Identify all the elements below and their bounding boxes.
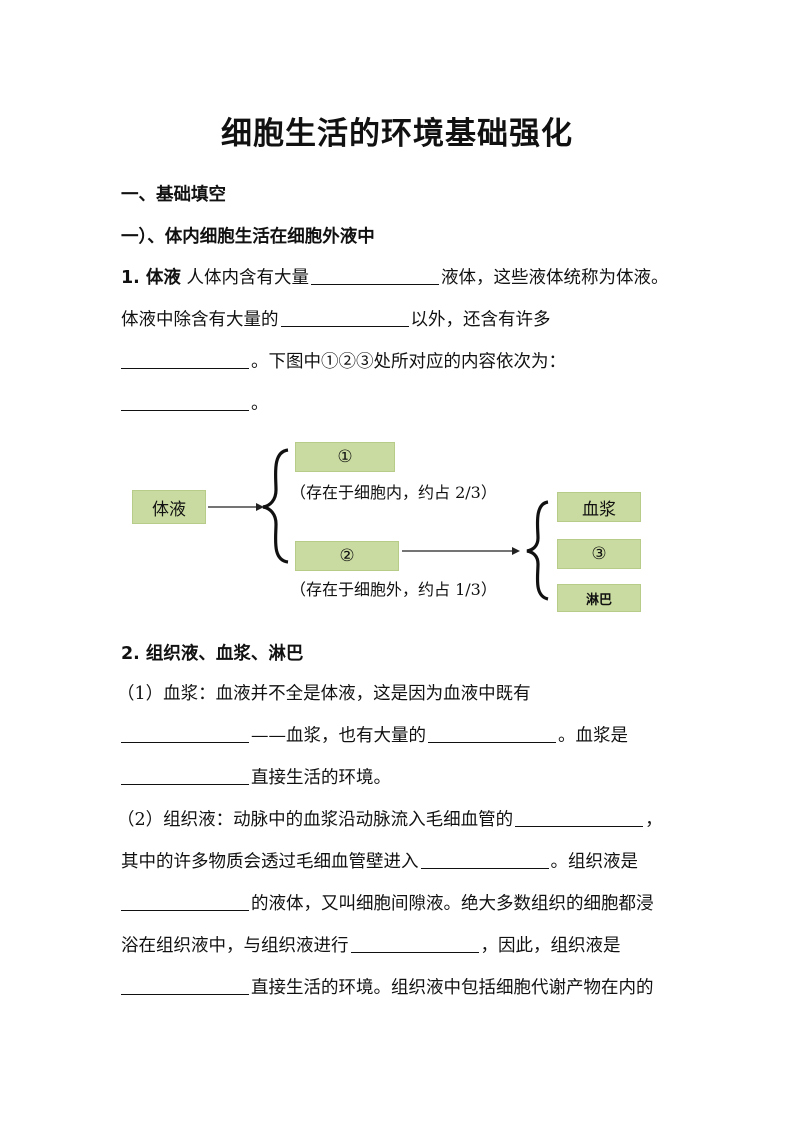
answer-blank[interactable]	[311, 266, 439, 285]
q2-p1-line-2: ——血浆，也有大量的 。血浆是	[121, 724, 686, 748]
q2-text: ，因此，组织液是	[480, 936, 621, 956]
q2-text: 的液体，又叫细胞间隙液。绝大多数组织的细胞都浸	[251, 894, 654, 914]
q2-text: ——血浆，也有大量的	[251, 726, 426, 746]
brace-icon	[262, 448, 289, 564]
diagram-note-1: （存在于细胞内，约占 2/3）	[290, 483, 497, 502]
arrow-head	[256, 503, 264, 511]
q2-text: ，	[645, 810, 663, 830]
diagram-box-body-fluid: 体液	[132, 490, 206, 524]
q1-line-4: 。	[121, 392, 686, 416]
q1-line-1: 1. 体液 人体内含有大量 液体，这些液体统称为体液。	[121, 266, 686, 290]
answer-blank[interactable]	[280, 308, 409, 327]
answer-blank[interactable]	[121, 892, 249, 911]
section-heading: 一、基础填空	[121, 185, 226, 205]
q2-text: 。血浆是	[558, 726, 628, 746]
answer-blank[interactable]	[121, 392, 249, 411]
answer-blank[interactable]	[420, 850, 549, 869]
brace-icon	[526, 500, 549, 601]
q2-p2-line-2: 其中的许多物质会透过毛细血管壁进入 。组织液是	[121, 850, 686, 874]
q2-text: （2）组织液：动脉中的血浆沿动脉流入毛细血管的	[117, 810, 514, 830]
diagram-lines	[208, 448, 549, 601]
diagram-box-3: ③	[557, 539, 641, 569]
answer-blank[interactable]	[350, 934, 479, 953]
diagram-box-lymph: 淋巴	[557, 584, 641, 612]
page-title: 细胞生活的环境基础强化	[221, 116, 573, 152]
arrow-head	[512, 547, 520, 555]
diagram-box-1: ①	[295, 442, 395, 472]
q2-p2-line-1: （2）组织液：动脉中的血浆沿动脉流入毛细血管的 ，	[117, 808, 682, 832]
diagram-note-2: （存在于细胞外，约占 1/3）	[290, 580, 497, 599]
q1-text: 人体内含有大量	[186, 268, 310, 288]
q1-text: 。下图中①②③处所对应的内容依次为：	[251, 352, 566, 372]
answer-blank[interactable]	[121, 766, 249, 785]
answer-blank[interactable]	[515, 808, 644, 827]
q2-p2-line-4: 浴在组织液中，与组织液进行 ，因此，组织液是	[121, 934, 686, 958]
q1-text: 。	[251, 394, 269, 414]
answer-blank[interactable]	[121, 976, 249, 995]
q2-text: 。组织液是	[550, 852, 639, 872]
q2-p1-line-1: （1）血浆：血液并不全是体液，这是因为血液中既有	[117, 682, 682, 706]
q2-text: （1）血浆：血液并不全是体液，这是因为血液中既有	[117, 684, 531, 704]
answer-blank[interactable]	[121, 724, 249, 743]
q2-text: 直接生活的环境。	[251, 768, 391, 788]
q1-text: 以外，还含有许多	[410, 310, 551, 330]
q1-line-3: 。下图中①②③处所对应的内容依次为：	[121, 350, 686, 374]
q2-p1-line-3: 直接生活的环境。	[121, 766, 686, 790]
q2-label: 2. 组织液、血浆、淋巴	[121, 644, 304, 664]
q1-text: 液体，这些液体统称为体液。	[441, 268, 669, 288]
q2-p2-line-3: 的液体，又叫细胞间隙液。绝大多数组织的细胞都浸	[121, 892, 686, 916]
q1-label: 1. 体液	[121, 268, 181, 288]
body-fluid-diagram: 体液 ① （存在于细胞内，约占 2/3） ② （存在于细胞外，约占 1/3） 血…	[120, 428, 680, 628]
q2-text: 直接生活的环境。组织液中包括细胞代谢产物在内的	[251, 978, 654, 998]
q2-text: 其中的许多物质会透过毛细血管壁进入	[121, 852, 419, 872]
q2-p2-line-5: 直接生活的环境。组织液中包括细胞代谢产物在内的	[121, 976, 686, 1000]
answer-blank[interactable]	[428, 724, 556, 743]
diagram-box-plasma: 血浆	[557, 492, 641, 522]
q1-text: 体液中除含有大量的	[121, 310, 279, 330]
diagram-box-2: ②	[295, 541, 399, 571]
answer-blank[interactable]	[121, 350, 249, 369]
subsection-heading: 一）、体内细胞生活在细胞外液中	[121, 227, 375, 247]
q1-line-2: 体液中除含有大量的 以外，还含有许多	[121, 308, 686, 332]
q2-text: 浴在组织液中，与组织液进行	[121, 936, 349, 956]
